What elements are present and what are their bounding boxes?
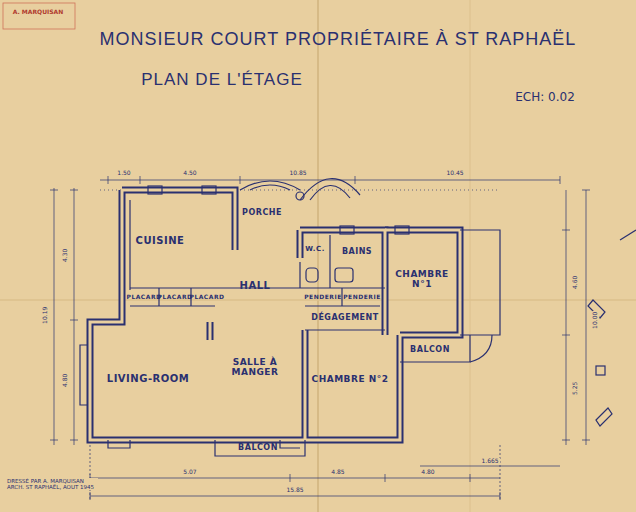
room-label: BAINS <box>342 248 372 257</box>
dimension: 10.19 <box>43 305 50 324</box>
room-label: PENDERIE <box>343 294 381 301</box>
dimension: 4.30 <box>63 247 70 262</box>
room-label: BALCON <box>410 346 450 355</box>
room: PLACARD <box>157 294 192 301</box>
dimension: 4.85 <box>330 469 345 476</box>
room: PORCHE <box>242 209 282 218</box>
room: CHAMBRE N°1 <box>392 270 452 290</box>
room: BALCON <box>410 346 450 355</box>
dimension: 10.00 <box>593 310 600 329</box>
room-label: BALCON <box>238 444 278 453</box>
room-label: DÉGAGEMENT <box>311 314 378 323</box>
room-label: SALLE À MANGER <box>230 358 280 378</box>
room: CUISINE <box>136 235 185 246</box>
room: PLACARD <box>126 294 161 301</box>
room: BAINS <box>342 248 372 257</box>
room: W.C. <box>305 246 325 254</box>
dimension: 1.665 <box>480 458 499 465</box>
room: SALLE À MANGER <box>230 358 280 378</box>
room-label: CUISINE <box>136 235 185 246</box>
room-label: PLACARD <box>189 294 224 301</box>
room: DÉGAGEMENT <box>311 314 378 323</box>
room-label: CHAMBRE N°1 <box>392 270 452 290</box>
room-label: W.C. <box>305 246 325 254</box>
room-label: PORCHE <box>242 209 282 218</box>
scale-note: ECH: 0.02 <box>514 91 576 104</box>
room: PLACARD <box>189 294 224 301</box>
room: PENDERIE <box>343 294 381 301</box>
plan-subtitle: PLAN DE L'ÉTAGE <box>140 71 304 90</box>
room: BALCON <box>238 444 278 453</box>
drawing-title: MONSIEUR COURT PROPRIÉTAIRE À ST RAPHAËL <box>100 30 577 50</box>
dimension: 10.85 <box>288 170 307 177</box>
dimension: 4.50 <box>182 170 197 177</box>
room: CHAMBRE N°2 <box>312 375 389 385</box>
room-label: HALL <box>240 280 271 291</box>
room-label: PLACARD <box>126 294 161 301</box>
dimension: 4.80 <box>420 469 435 476</box>
author-note: DRESSÉ PAR A. MARQUISAN ARCH. ST RAPHAËL… <box>6 478 98 490</box>
room-label: LIVING-ROOM <box>107 373 189 384</box>
room: PENDERIE <box>304 294 342 301</box>
dimension: 4.60 <box>573 274 580 289</box>
dimension: 5.25 <box>573 380 580 395</box>
room-label: CHAMBRE N°2 <box>312 375 389 385</box>
room-label: PLACARD <box>157 294 192 301</box>
dimension: 4.80 <box>63 372 70 387</box>
dimension: 10.45 <box>445 170 464 177</box>
room-label: PENDERIE <box>304 294 342 301</box>
dimension: 1.50 <box>116 170 131 177</box>
room: HALL <box>240 280 271 291</box>
architect-stamp: A. MARQUISAN <box>12 9 65 16</box>
room: LIVING-ROOM <box>107 373 189 384</box>
dimension: 15.85 <box>285 487 304 494</box>
dimension: 5.07 <box>182 469 197 476</box>
